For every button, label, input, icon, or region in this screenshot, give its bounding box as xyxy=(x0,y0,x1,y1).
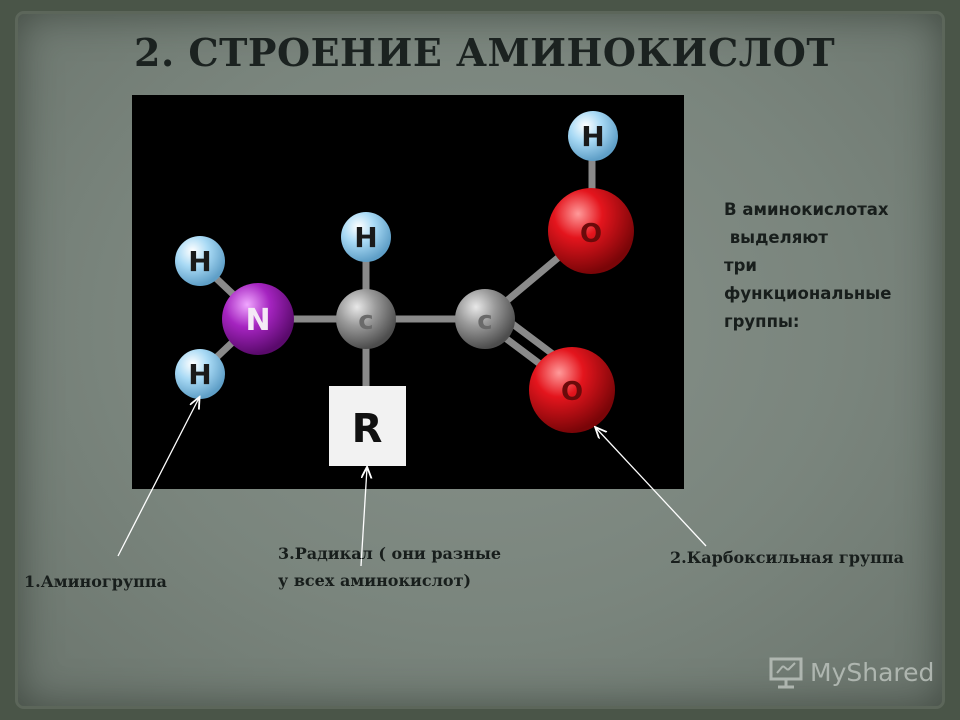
svg-text:H: H xyxy=(188,245,211,278)
atom-carbon-carboxyl: c xyxy=(455,289,515,349)
svg-text:H: H xyxy=(354,221,377,254)
atom-h-alpha: H xyxy=(341,212,391,262)
functional-groups-description: В аминокислотах выделяют три функциональ… xyxy=(724,196,891,336)
svg-text:c: c xyxy=(358,306,373,336)
atom-h-n-top: H xyxy=(175,236,225,286)
watermark: MyShared xyxy=(768,655,934,689)
description-line: три xyxy=(724,256,757,275)
atom-carbon-alpha: c xyxy=(336,289,396,349)
atom-h-hydroxyl: H xyxy=(568,111,618,161)
label-carboxyl-group: 2.Карбоксильная группа xyxy=(670,548,904,567)
svg-text:c: c xyxy=(477,306,492,336)
amino-acid-structure: R H H N H c c H O O xyxy=(132,95,684,489)
label-radical: 3.Радикал ( они разные у всех аминокисло… xyxy=(278,540,501,594)
svg-text:O: O xyxy=(580,219,602,249)
label-radical-line: у всех аминокислот) xyxy=(278,571,472,590)
watermark-text: MyShared xyxy=(810,657,935,687)
atom-oxygen-carbonyl: O xyxy=(529,347,615,433)
svg-text:O: O xyxy=(561,377,583,407)
presentation-icon xyxy=(769,657,803,689)
atom-oxygen-hydroxyl: O xyxy=(548,188,634,274)
svg-text:N: N xyxy=(245,303,270,338)
svg-text:H: H xyxy=(581,120,604,153)
atom-h-n-bottom: H xyxy=(175,349,225,399)
description-line: выделяют xyxy=(724,228,828,247)
slide-title: 2. СТРОЕНИЕ АМИНОКИСЛОТ xyxy=(134,30,836,75)
description-line: группы: xyxy=(724,312,800,331)
radical-box xyxy=(329,386,406,466)
label-amino-group: 1.Аминогруппа xyxy=(24,572,167,591)
label-radical-line: 3.Радикал ( они разные xyxy=(278,544,502,563)
description-line: В аминокислотах xyxy=(724,200,889,219)
description-line: функциональные xyxy=(724,284,892,303)
svg-text:H: H xyxy=(188,358,211,391)
atom-nitrogen: N xyxy=(222,283,294,355)
radical-r-text: R xyxy=(352,406,383,452)
